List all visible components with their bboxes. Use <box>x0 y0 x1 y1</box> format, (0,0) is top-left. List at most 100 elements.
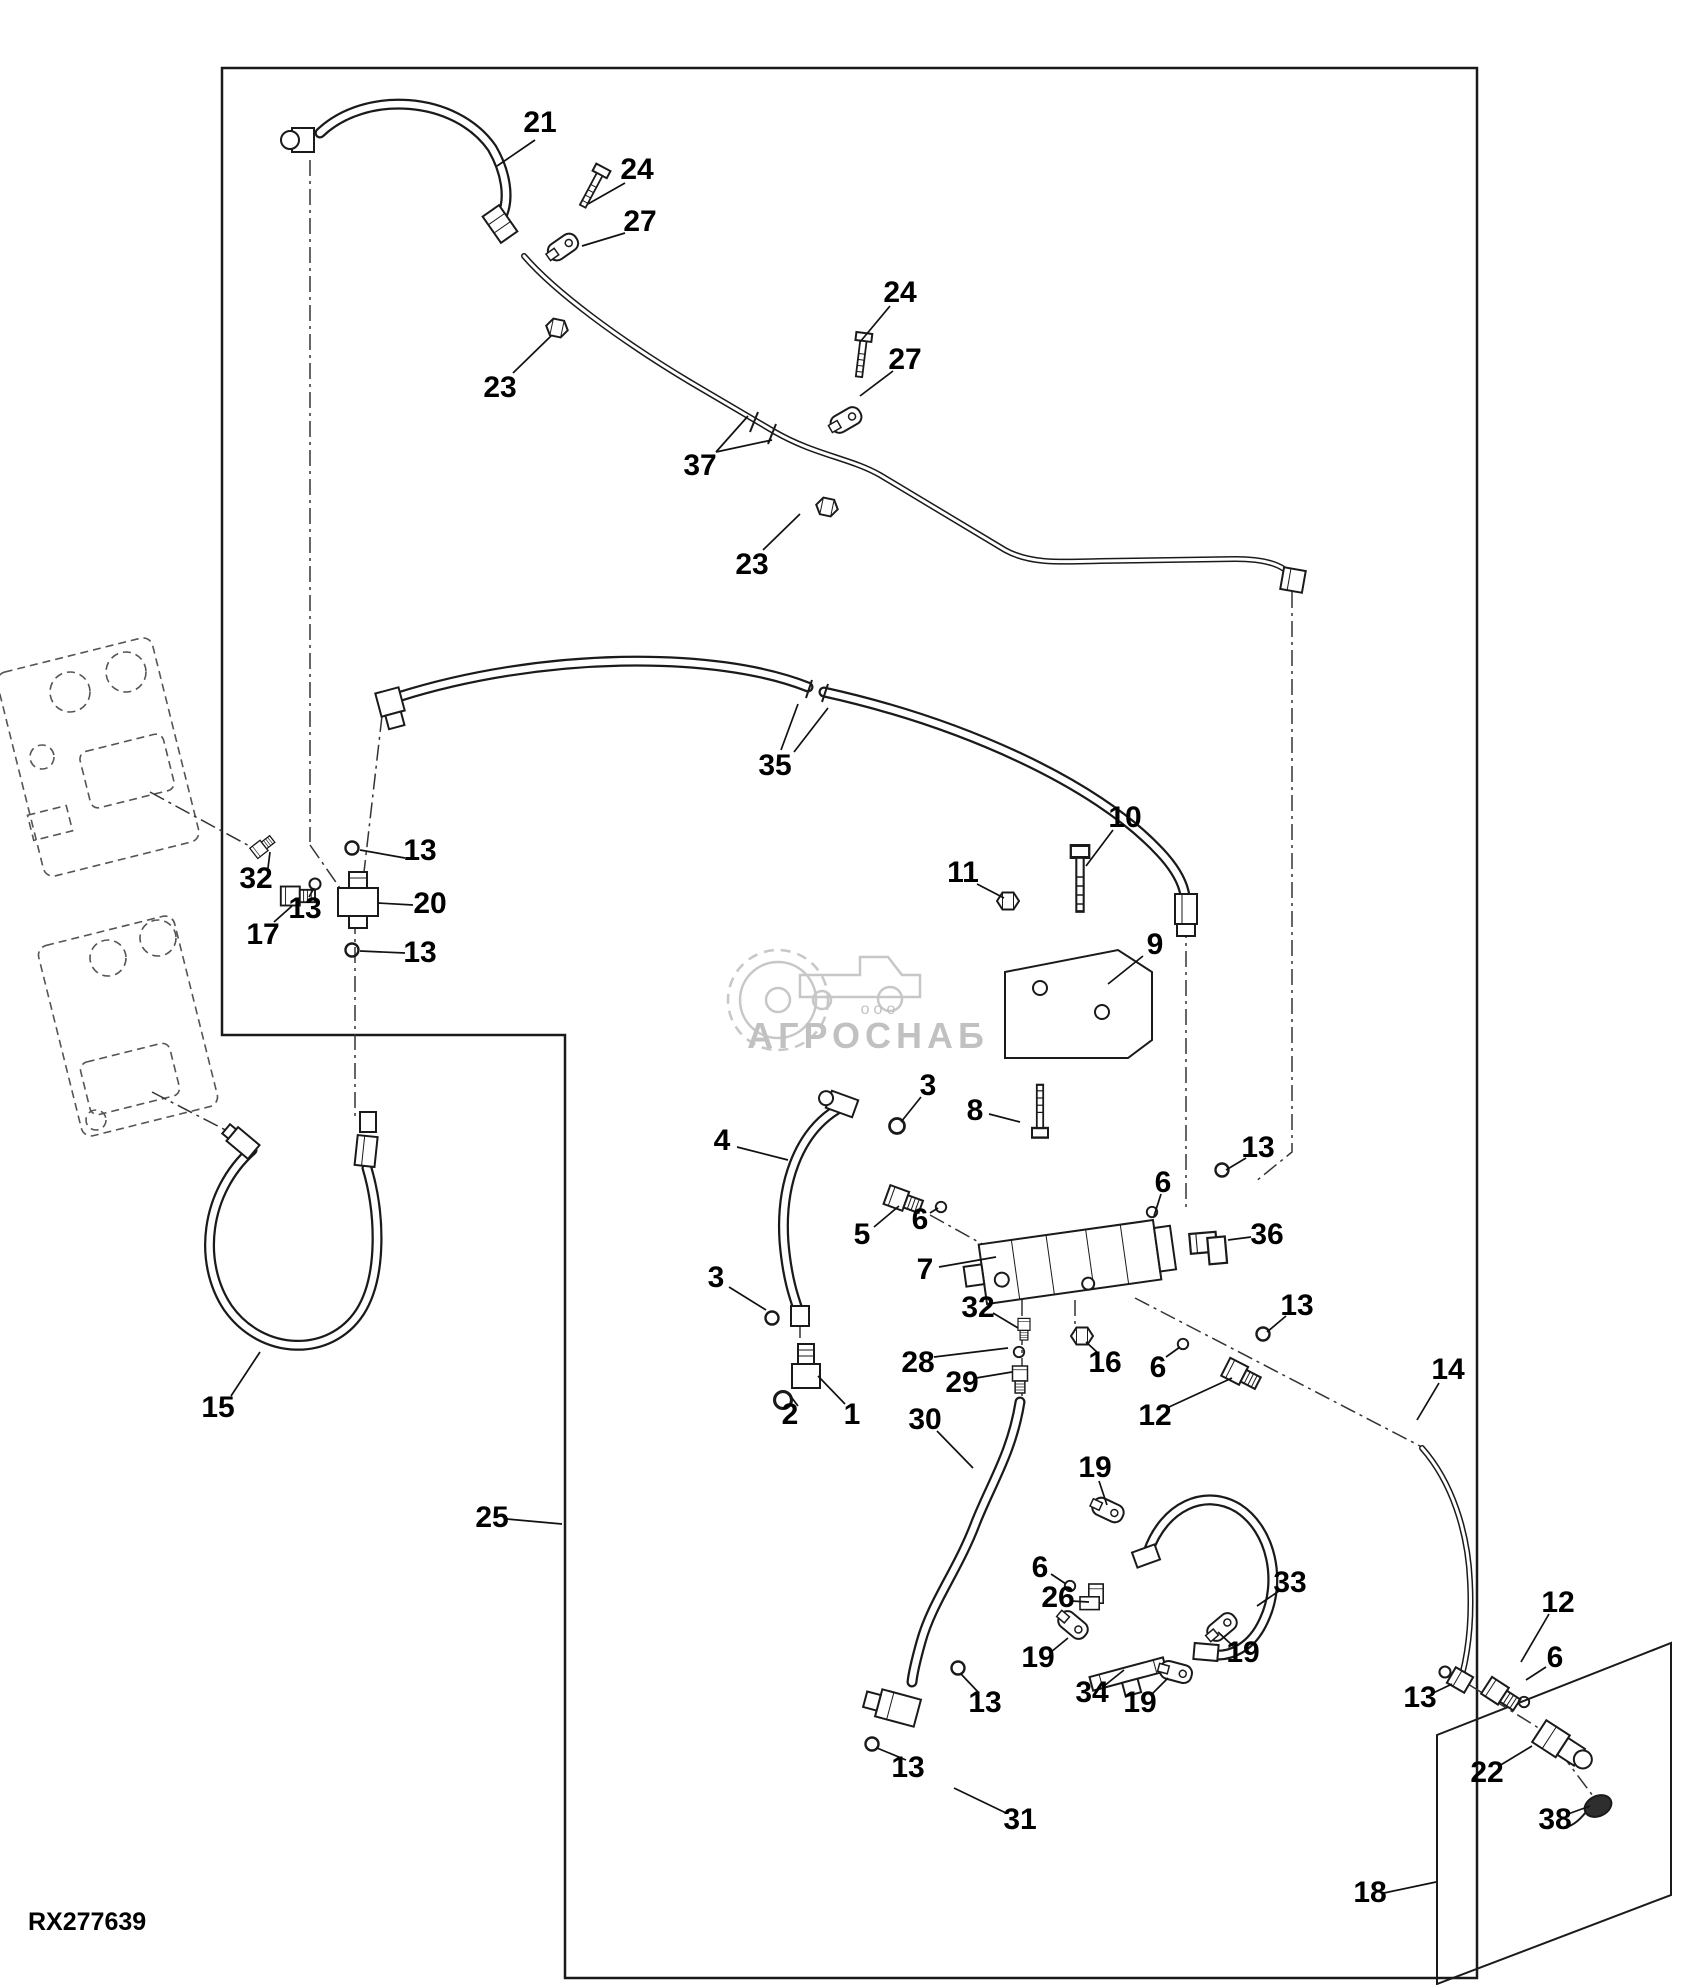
oring-3-b <box>764 1310 780 1326</box>
callout-6-32: 6 <box>1149 1351 1167 1384</box>
callout-2-36: 2 <box>781 1398 799 1431</box>
callout-37-6: 37 <box>683 449 717 482</box>
fitting-36 <box>1188 1229 1229 1267</box>
bolt-24-a <box>574 162 612 211</box>
callout-6-23: 6 <box>1154 1166 1172 1199</box>
bolt-8 <box>1030 1083 1050 1139</box>
callout-13-14: 13 <box>288 892 322 925</box>
callout-32-28: 32 <box>961 1291 995 1324</box>
callout-13-53: 13 <box>891 1751 925 1784</box>
nut-23-a <box>543 316 571 340</box>
bolt-10 <box>1069 844 1091 913</box>
callout-13-24: 13 <box>1241 1131 1275 1164</box>
bracket-9 <box>1004 948 1153 1059</box>
callout-35-8: 35 <box>758 749 792 782</box>
reference-valve-assemblies <box>0 637 219 1137</box>
watermark-ooo-text: ооо <box>861 1001 900 1018</box>
fitting-12-b <box>1480 1675 1524 1715</box>
reference-code: RX277639 <box>28 1908 147 1936</box>
callout-7-26: 7 <box>916 1253 934 1286</box>
phantom-lines <box>149 160 1597 1801</box>
callout-19-45: 19 <box>1021 1641 1055 1674</box>
callout-13-52: 13 <box>968 1686 1002 1719</box>
callout-25-41: 25 <box>475 1501 509 1534</box>
callout-33-44: 33 <box>1273 1566 1307 1599</box>
callout-10-9: 10 <box>1108 801 1142 834</box>
callout-13-12: 13 <box>403 834 437 867</box>
callout-34-47: 34 <box>1075 1676 1109 1709</box>
callout-18-57: 18 <box>1353 1876 1387 1909</box>
callout-30-39: 30 <box>908 1403 942 1436</box>
callout-1-37: 1 <box>843 1398 861 1431</box>
valve-block-7 <box>962 1218 1178 1306</box>
steel-line-14 <box>1419 1445 1474 1678</box>
diagram-border <box>220 66 1479 1980</box>
hose-21 <box>280 98 519 245</box>
callout-31-55: 31 <box>1003 1803 1037 1836</box>
oring-13-e <box>1255 1326 1271 1342</box>
callout-27-2: 27 <box>623 205 657 238</box>
callout-19-46: 19 <box>1226 1636 1260 1669</box>
hose-15 <box>204 1111 383 1351</box>
callout-19-40: 19 <box>1078 1451 1112 1484</box>
nut-23-b <box>813 495 841 519</box>
watermark: ооо АГРОСНАБ <box>726 948 989 1056</box>
callout-12-49: 12 <box>1541 1586 1575 1619</box>
callout-23-3: 23 <box>483 371 517 404</box>
callout-26-43: 26 <box>1041 1581 1075 1614</box>
fitting-stack-32-28-29 <box>1011 1317 1031 1394</box>
callout-32-13: 32 <box>239 862 273 895</box>
hose-4 <box>777 1089 860 1327</box>
callout-28-29: 28 <box>901 1346 935 1379</box>
nut-13-f <box>1445 1665 1475 1695</box>
coupler-22 <box>1530 1718 1593 1770</box>
clamp-19-a <box>1086 1493 1128 1526</box>
callout-22-54: 22 <box>1470 1756 1504 1789</box>
callout-38-56: 38 <box>1538 1803 1572 1836</box>
tee-fitting-20-cluster <box>249 833 379 958</box>
callout-3-18: 3 <box>919 1069 937 1102</box>
oring-13-g <box>950 1660 966 1676</box>
watermark-brand-text: АГРОСНАБ <box>747 1015 989 1056</box>
callout-24-1: 24 <box>620 153 654 186</box>
hose-33 <box>1130 1494 1279 1663</box>
callout-15-38: 15 <box>201 1391 235 1424</box>
callout-19-48: 19 <box>1123 1686 1157 1719</box>
callout-23-7: 23 <box>735 548 769 581</box>
callout-leader-lines <box>230 139 1591 1894</box>
callout-8-19: 8 <box>966 1094 984 1127</box>
callout-13-17: 13 <box>403 936 437 969</box>
callout-29-31: 29 <box>945 1366 979 1399</box>
detail-box-18 <box>1436 1641 1672 1985</box>
elbow-fitting-31 <box>861 1688 923 1728</box>
callout-27-5: 27 <box>888 343 922 376</box>
nut-11 <box>996 891 1020 911</box>
callout-21-0: 21 <box>523 106 557 139</box>
oring-6-a <box>934 1200 948 1214</box>
callout-24-4: 24 <box>883 276 917 309</box>
callout-6-22: 6 <box>911 1203 929 1236</box>
callout-9-11: 9 <box>1146 928 1164 961</box>
callout-17-16: 17 <box>246 918 280 951</box>
oring-13-h <box>864 1736 880 1752</box>
fitting-12-a <box>1220 1356 1264 1393</box>
clamp-27-a <box>542 229 583 266</box>
callout-36-25: 36 <box>1250 1218 1284 1251</box>
fitting-1 <box>791 1343 821 1389</box>
callout-12-34: 12 <box>1138 1399 1172 1432</box>
callout-3-27: 3 <box>707 1261 725 1294</box>
callout-13-33: 13 <box>1280 1289 1314 1322</box>
callout-16-30: 16 <box>1088 1346 1122 1379</box>
callout-4-20: 4 <box>713 1124 731 1157</box>
clamp-27-b <box>824 403 866 438</box>
hose-35 <box>374 655 1198 937</box>
callout-5-21: 5 <box>853 1218 871 1251</box>
callout-6-42: 6 <box>1031 1551 1049 1584</box>
callout-20-15: 20 <box>413 887 447 920</box>
nut-16 <box>1070 1326 1094 1346</box>
dust-cap-38 <box>1563 1794 1613 1828</box>
hose-30 <box>906 1396 1026 1688</box>
callout-13-51: 13 <box>1403 1681 1437 1714</box>
